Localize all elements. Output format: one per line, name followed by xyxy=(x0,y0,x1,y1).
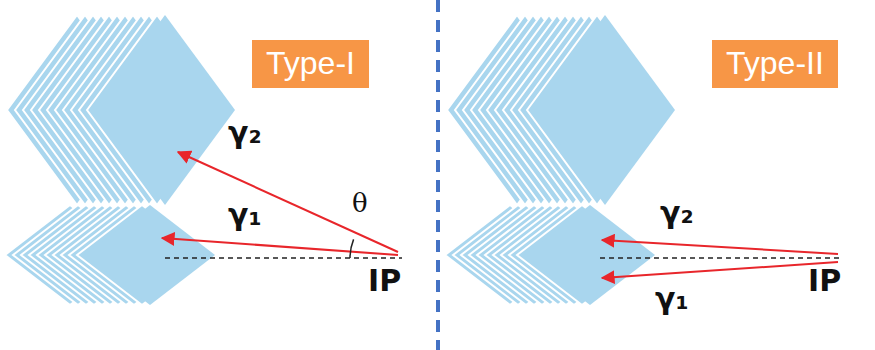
gamma-label: γ₁ xyxy=(655,284,689,314)
gamma-label: γ₂ xyxy=(660,198,694,228)
crystal-face xyxy=(85,205,215,305)
type-box: Type-II xyxy=(712,40,838,88)
crystal-stack xyxy=(5,205,215,305)
divider-line xyxy=(436,0,440,350)
crystal-face xyxy=(535,15,675,205)
type-label: Type-I xyxy=(266,46,355,81)
gamma-ray xyxy=(602,262,838,278)
crystal-stacks xyxy=(5,15,675,305)
axis-line xyxy=(165,257,402,259)
gamma-label: γ₂ xyxy=(228,118,262,148)
crystal-face xyxy=(95,15,235,205)
crystal-stack xyxy=(445,205,655,305)
gamma-label: γ₁ xyxy=(228,200,262,230)
axis-line xyxy=(600,257,842,259)
ip-label: IP xyxy=(808,266,841,296)
type-label: Type-II xyxy=(726,46,824,81)
crystal-stack xyxy=(447,15,675,205)
crystal-face xyxy=(525,205,655,305)
gamma-ray xyxy=(162,238,398,255)
crystal-stack xyxy=(7,15,235,205)
gamma-ray xyxy=(178,152,398,252)
ip-label: IP xyxy=(368,266,401,296)
angle-arc xyxy=(350,239,354,258)
gamma-ray xyxy=(602,240,838,254)
angle-label: θ xyxy=(352,190,368,216)
type-box: Type-I xyxy=(252,40,369,88)
